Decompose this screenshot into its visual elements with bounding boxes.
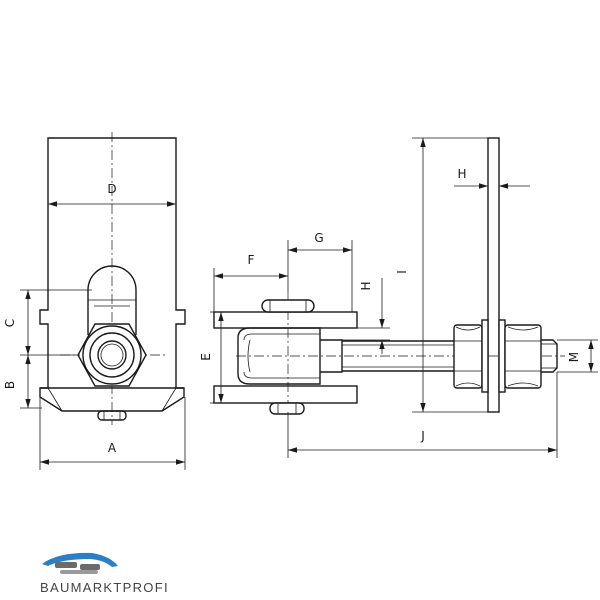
dim-label-h-top: H: [457, 167, 466, 181]
dim-label-f: F: [248, 253, 255, 267]
dim-label-h-mid: H: [359, 281, 373, 290]
dim-label-a: A: [108, 441, 117, 455]
side-view-dimensions: [210, 137, 598, 458]
dim-label-g: G: [314, 231, 323, 245]
dim-label-i: I: [395, 270, 409, 274]
front-view: [39, 132, 186, 425]
dim-label-m: M: [567, 352, 581, 362]
dim-label-j: J: [420, 429, 425, 443]
side-view: [213, 137, 565, 415]
baumarktprofi-logo: BAUMARKTPROFI: [40, 552, 169, 595]
dim-label-d: D: [107, 182, 116, 196]
logo-roof-icon: [42, 552, 118, 567]
logo-text: BAUMARKTPROFI: [40, 580, 169, 595]
dim-label-b: B: [3, 381, 17, 389]
dim-label-e: E: [199, 353, 213, 361]
front-view-dimensions: [20, 201, 186, 470]
dim-label-c: C: [3, 319, 17, 327]
